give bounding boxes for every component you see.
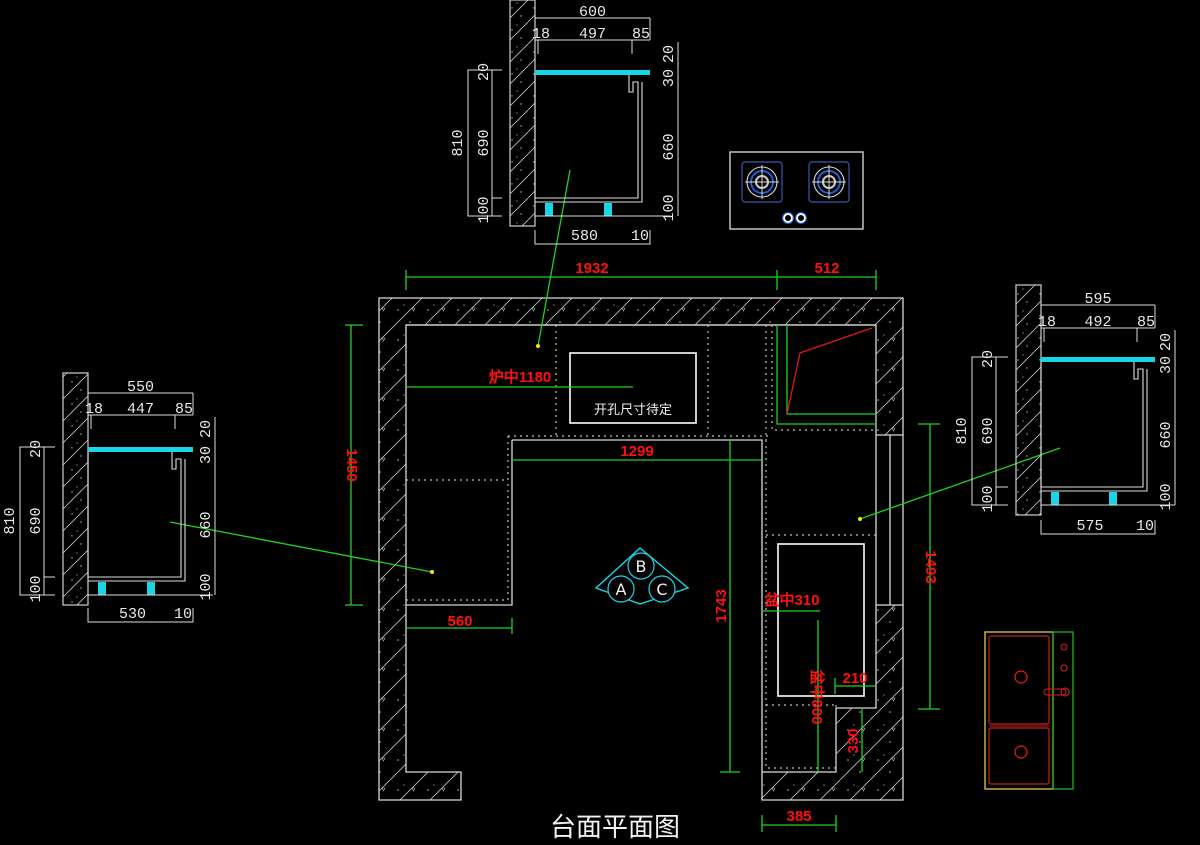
dim-left-total: 810 [954,417,971,444]
dim-1743: 1743 [713,589,730,622]
dim-left-100: 100 [28,575,45,602]
countertop-slab [88,447,193,452]
dim-right-100: 100 [1158,483,1175,510]
cabinet-leg [1051,492,1059,505]
dim-left-total: 810 [450,129,467,156]
section-marker-abc: B A C [594,547,690,605]
cabinet-leg [545,203,553,216]
dim-left-total: 810 [2,507,19,534]
countertop-slab [1041,357,1155,362]
dim-right-30: 30 [198,446,215,464]
dim-line [87,608,194,623]
cabinet-body [534,75,639,199]
sink-cutout [777,543,865,697]
cabinet-body [1040,362,1144,488]
dim-left-20: 20 [28,440,45,458]
dim-line [19,446,55,596]
wall-section [509,0,536,227]
dim-512: 512 [814,260,839,277]
dim-1493: 1493 [922,550,939,583]
cabinet-leg [1109,492,1117,505]
dim-left-100: 100 [476,196,493,223]
hob-cutout [569,352,697,424]
section-left: 550 18 447 85 530 10 810 20 690 100 20 30 660 100 [2,372,216,623]
dim-right-30: 30 [661,69,678,87]
drawing-title: 台面平面图 [550,813,680,843]
dim-330: 330 [845,728,862,753]
dim-part-1: 18 [85,401,103,418]
kitchen-plan: 开孔尺寸待定 [169,169,1061,843]
leader-left [169,521,433,573]
dim-right-20: 20 [198,420,215,438]
dim-1932: 1932 [575,260,608,277]
dim-left-20: 20 [476,63,493,81]
gas-hob-icon [729,151,864,230]
dim-part-2: 447 [127,401,154,418]
dimension-lines [345,270,940,832]
dim-overall-width: 550 [127,379,154,396]
dim-bottom-width: 580 [571,228,598,245]
dim-right-30: 30 [1158,356,1175,374]
dim-part-1: 18 [532,26,550,43]
dim-line [971,356,1008,506]
cabinet-door [535,82,643,203]
dim-1299: 1299 [620,443,653,460]
cabinet-leg [604,203,612,216]
countertop-slab [535,70,650,75]
cutout-label: 开孔尺寸待定 [594,403,672,418]
dim-left-690: 690 [28,507,45,534]
dim-right-100: 100 [661,194,678,221]
dim-right-20: 20 [1158,333,1175,351]
dim-overall-width: 595 [1084,291,1111,308]
cabinet-door [1041,369,1148,492]
sink-center-h-label: 盆中310 [763,591,819,609]
dim-right-20: 20 [661,45,678,63]
dim-1450: 1450 [343,448,360,481]
dim-right-660: 660 [661,133,678,160]
dim-left-20: 20 [980,350,997,368]
dim-210: 210 [842,670,867,687]
marker-a: A [616,580,627,599]
dim-part-3: 85 [632,26,650,43]
dim-part-2: 492 [1084,314,1111,331]
dim-right-100: 100 [198,573,215,600]
cabinet-leg [147,582,155,595]
dim-560: 560 [447,613,472,630]
dim-left-690: 690 [476,129,493,156]
dim-line [534,230,651,245]
marker-b: B [636,557,647,576]
wall-section [62,372,89,606]
leader-top [537,169,571,347]
dim-overall-width: 600 [579,4,606,21]
dim-bottom-width: 530 [119,606,146,623]
cabinet-leg [98,582,106,595]
stove-center-label: 炉中1180 [489,368,552,386]
dim-part-1: 18 [1038,314,1056,331]
section-top: 600 18 497 85 580 10 810 20 690 100 20 30 660 100 [450,0,679,245]
dim-right-660: 660 [198,511,215,538]
section-right: 595 18 492 85 575 10 810 20 690 100 20 30 660 100 [954,284,1176,535]
dim-part-3: 85 [1137,314,1155,331]
dim-left-690: 690 [980,417,997,444]
sink-center-v-label: 盆中800 [808,668,826,724]
marker-c: C [656,580,667,599]
countertop-outline [406,324,876,772]
dim-bottom-extra: 10 [1136,518,1154,535]
cabinet-door [88,459,186,582]
dim-line [467,69,502,217]
dim-part-3: 85 [175,401,193,418]
dim-left-100: 100 [980,485,997,512]
dim-bottom-extra: 10 [174,606,192,623]
dim-bottom-extra: 10 [631,228,649,245]
dim-bottom-width: 575 [1076,518,1103,535]
dim-385: 385 [786,808,811,825]
dim-part-2: 497 [579,26,606,43]
cabinet-body [87,452,182,578]
dim-right-660: 660 [1158,421,1175,448]
dim-line [1040,520,1156,535]
double-sink-icon [984,631,1074,790]
